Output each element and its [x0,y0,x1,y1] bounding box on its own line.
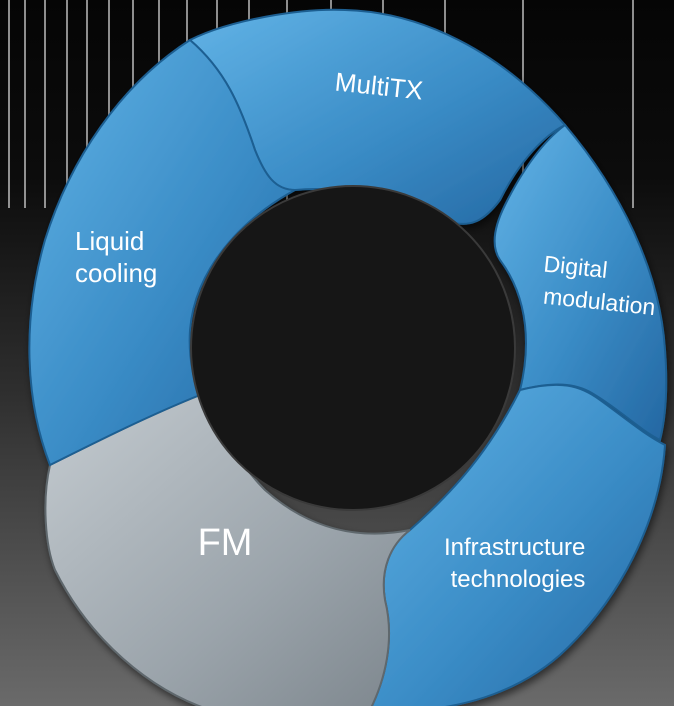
segment-digital-modulation [493,123,668,442]
label-liquid-cooling: Liquid cooling [75,226,157,288]
label-infrastructure-technologies: Infrastructure technologies [444,534,592,593]
segment-fm [44,393,411,706]
ring-center-hole [191,186,515,510]
label-fm: FM [198,522,253,564]
